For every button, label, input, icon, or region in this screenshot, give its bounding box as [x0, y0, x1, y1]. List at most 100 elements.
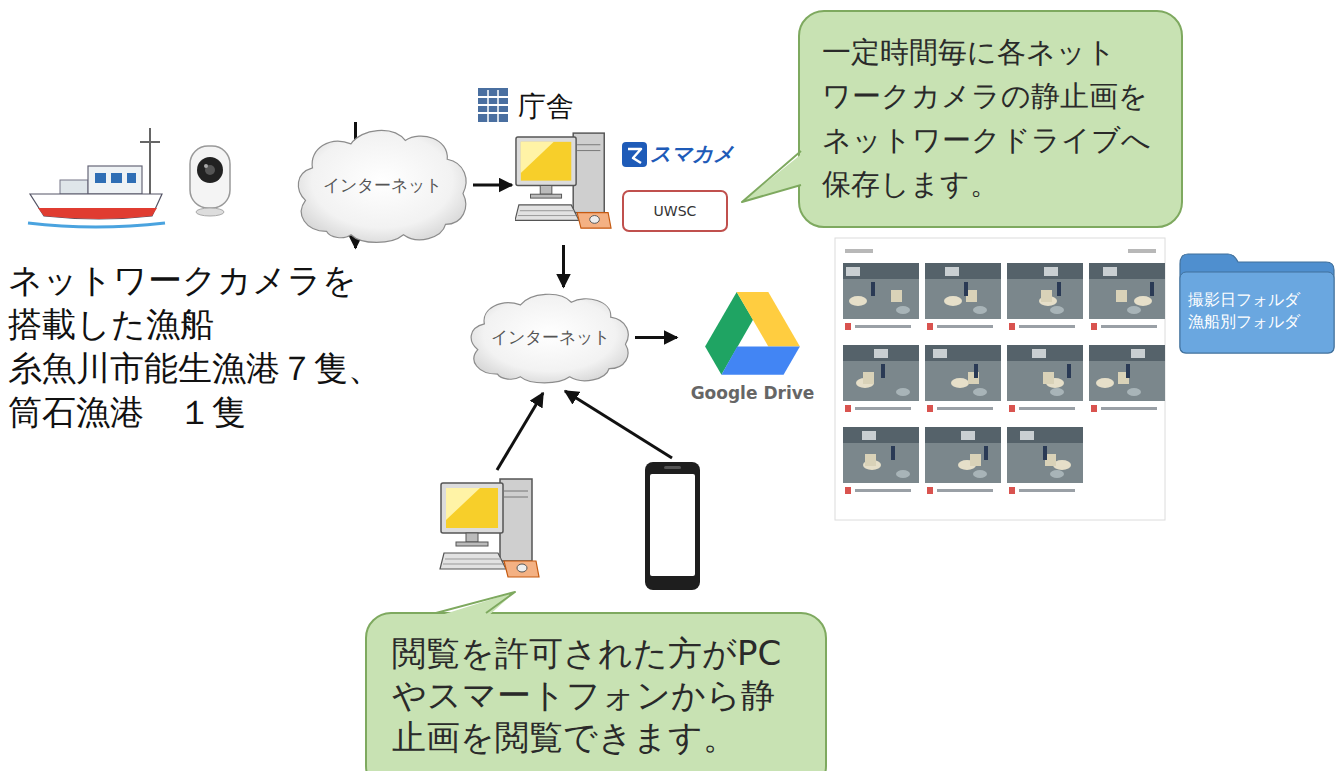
building-icon: [478, 104, 508, 106]
photo-thumbnail: [843, 263, 919, 279]
cloud-label: インターネット: [491, 326, 610, 349]
photo-thumbnail: [863, 372, 874, 384]
office-pc: [521, 142, 554, 173]
access-arrows: [565, 391, 672, 458]
office-pc: [577, 144, 600, 145]
photo-thumbnail: [970, 454, 981, 466]
cloud-label: インターネット: [323, 174, 442, 197]
photo-thumbnail: [1007, 263, 1083, 319]
photo-thumbnail: [845, 487, 851, 494]
viewer-pc: [441, 483, 503, 533]
viewer-pc: [500, 479, 532, 561]
office-pc: [515, 205, 579, 221]
photo-thumbnail: [843, 427, 919, 443]
photo-thumbnail: [843, 345, 919, 401]
photo-thumbnail: [973, 470, 987, 478]
photo-thumbnail: [891, 446, 895, 460]
fishing-boat: [140, 141, 160, 143]
drive-screenshot: [835, 238, 1165, 520]
office-pc: [577, 150, 600, 151]
boat-caption: ネットワークカメラを 搭載した漁船 糸魚川市能生漁港７隻、 筒石漁港 １隻: [8, 258, 416, 434]
photo-thumbnail: [1007, 427, 1083, 494]
viewer-pc: [504, 497, 528, 498]
network-camera: [205, 165, 215, 175]
photo-thumbnail: [1007, 345, 1083, 361]
google-drive: Google Drive: [680, 290, 825, 410]
office-pc: [515, 128, 612, 242]
photo-thumbnail: [1009, 323, 1015, 330]
viewer-pc: [443, 564, 503, 565]
folder-shape: [1180, 254, 1334, 353]
photo-thumbnail: [1116, 290, 1127, 302]
photo-thumbnail: [927, 487, 933, 494]
photo-thumbnail: [1101, 325, 1157, 328]
fishing-boat: [30, 194, 162, 219]
photo-thumbnail: [874, 349, 888, 358]
office-pc: [531, 194, 562, 198]
photo-thumbnail: [1057, 282, 1061, 296]
drive-screenshot: [1128, 249, 1156, 253]
photo-thumbnail: [855, 325, 911, 328]
office-pc: [521, 142, 571, 181]
photo-thumbnail: [964, 282, 968, 296]
script-box: UWSC: [622, 190, 728, 232]
photo-thumbnail: [1019, 407, 1075, 410]
logo-text: スマカメ: [650, 140, 734, 168]
office-pc: [590, 216, 600, 224]
photo-thumbnail: [855, 489, 911, 492]
photo-thumbnail: [925, 345, 1001, 401]
office-pc: [573, 133, 604, 213]
photo-thumbnail: [933, 349, 947, 358]
drive-label: Google Drive: [680, 383, 825, 403]
photo-thumbnail: [1089, 345, 1165, 401]
photo-thumbnail: [862, 431, 876, 440]
photo-thumbnail: [945, 267, 959, 276]
photo-thumbnail: [1134, 296, 1152, 306]
photo-thumbnail: [843, 345, 919, 412]
photo-thumbnail: [846, 267, 860, 276]
photo-thumbnail: [937, 489, 993, 492]
photo-thumbnail: [1041, 290, 1052, 302]
photo-thumbnail: [927, 323, 933, 330]
office-pc: [540, 185, 552, 194]
photo-thumbnail: [871, 282, 875, 296]
photo-thumbnail: [896, 470, 910, 478]
viewer-pc: [466, 533, 478, 542]
fishing-boat: [28, 223, 165, 227]
photo-thumbnail: [1127, 388, 1141, 396]
viewer-pc: [504, 491, 528, 492]
viewer-pc: [517, 564, 527, 572]
photo-thumbnail: [845, 405, 851, 412]
photo-thumbnail: [925, 263, 1001, 319]
photo-thumbnail: [881, 364, 885, 378]
photo-thumbnail: [937, 325, 993, 328]
office-pc: [518, 215, 576, 216]
smacame-logo-icon: [628, 149, 641, 163]
viewer-pc: [446, 488, 480, 520]
photo-thumbnail: [1020, 431, 1034, 440]
photo-thumbnail: [1089, 263, 1165, 279]
photo-thumbnail: [1089, 345, 1165, 361]
building-icon: [478, 88, 508, 122]
photo-thumbnail: [937, 407, 993, 410]
photo-thumbnail: [1089, 263, 1165, 330]
drive-logo: [705, 292, 800, 377]
viewer-pc: [446, 488, 498, 528]
box-label: UWSC: [654, 203, 697, 219]
viewer-pc: [504, 561, 539, 577]
viewer-pc: [456, 542, 488, 546]
smartphone: [645, 462, 700, 590]
photo-thumbnail: [1127, 306, 1141, 314]
photo-thumbnail: [925, 427, 1001, 494]
photo-thumbnail: [925, 263, 1001, 279]
drive-logo: [721, 346, 799, 374]
fishing-boat: [38, 208, 157, 219]
viewer-pc: [440, 479, 539, 577]
photo-thumbnail: [984, 446, 988, 460]
photo-thumbnail: [865, 454, 876, 466]
photo-thumbnail: [927, 405, 933, 412]
network-camera: [196, 208, 224, 216]
drive-logo: [737, 292, 800, 346]
callout-text: 一定時間毎に各ネット ワークカメラの静止画を ネットワークドライブへ 保存します…: [822, 30, 1156, 206]
office-heading: 庁舎: [518, 90, 574, 124]
